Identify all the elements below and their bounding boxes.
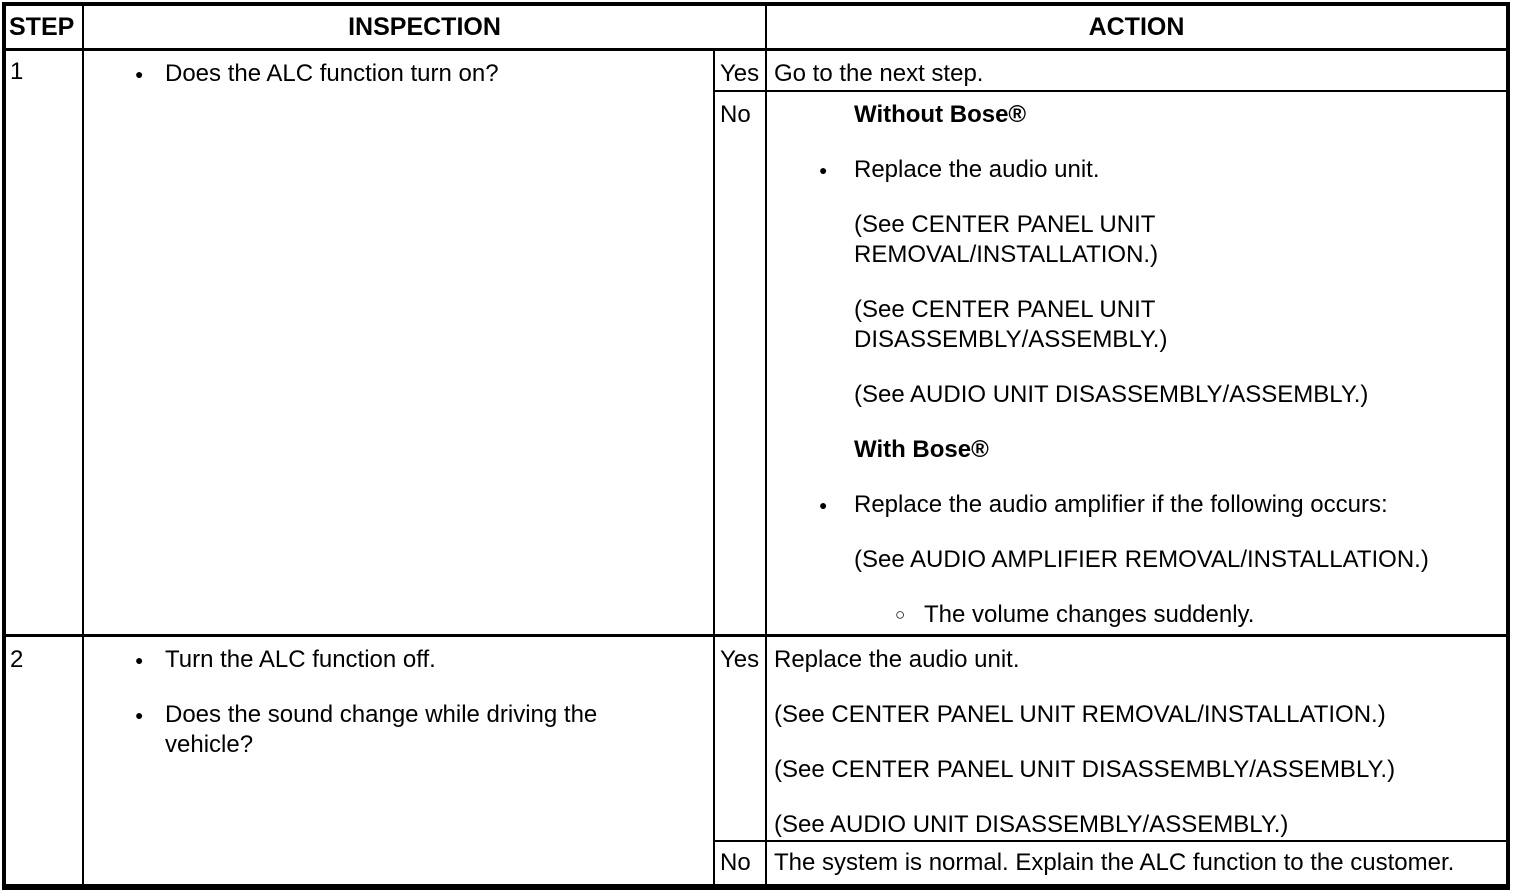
action-reference: (See AUDIO UNIT DISASSEMBLY/ASSEMBLY.) [854,380,1500,410]
action-text: REMOVAL/INSTALLATION.) [854,241,1159,268]
row-1-action-no-cell: Without Bose® ● Replace the audio unit. … [767,92,1506,637]
action-text: (See AUDIO AMPLIFIER REMOVAL/INSTALLATIO… [854,546,1429,573]
inspection-text: Does the ALC function turn on? [165,60,499,87]
action-text: Replace the audio unit. [854,156,1100,183]
bullet-icon: ● [135,652,144,668]
action-paragraph: The system is normal. Explain the ALC fu… [774,848,1500,878]
inspection-item: ● Turn the ALC function off. [135,645,705,675]
bullet-icon: ● [135,66,144,82]
bullet-icon: ● [135,707,144,723]
action-text: (See AUDIO UNIT DISASSEMBLY/ASSEMBLY.) [774,811,1289,838]
action-reference: (See AUDIO UNIT DISASSEMBLY/ASSEMBLY.) [774,810,1500,840]
verdict-label: Yes [720,60,760,87]
row-1-verdict-yes-cell: Yes [715,51,767,92]
verdict-label: No [720,101,751,128]
action-text: (See AUDIO UNIT DISASSEMBLY/ASSEMBLY.) [854,381,1369,408]
step-number: 1 [10,58,24,85]
header-action-label: ACTION [1088,13,1185,41]
action-text: Go to the next step. [774,60,984,87]
action-sub-item: ○ The volume changes suddenly. [895,600,1500,630]
header-inspection-label: INSPECTION [348,13,501,41]
action-reference: (See CENTER PANEL UNIT DISASSEMBLY/ASSEM… [774,755,1500,785]
action-text: (See CENTER PANEL UNIT [854,296,1156,323]
bullet-icon: ● [819,497,828,513]
action-text: Replace the audio amplifier if the follo… [854,491,1388,518]
action-reference: (See AUDIO AMPLIFIER REMOVAL/INSTALLATIO… [854,545,1500,575]
action-text: Replace the audio unit. [774,646,1020,673]
header-action: ACTION [767,6,1506,51]
action-text: Without Bose® [854,101,1027,128]
action-text: (See CENTER PANEL UNIT REMOVAL/INSTALLAT… [774,701,1386,728]
action-reference: (See CENTER PANEL UNIT DISASSEMBLY/ASSEM… [854,295,1500,355]
action-heading: With Bose® [854,435,1500,465]
header-step-label: STEP [9,13,75,41]
action-heading: Without Bose® [854,100,1500,130]
action-paragraph: Replace the audio unit. [774,645,1500,675]
row-2-verdict-yes-cell: Yes [715,637,767,842]
row-1-verdict-no-cell: No [715,92,767,637]
action-reference: (See CENTER PANEL UNIT REMOVAL/INSTALLAT… [854,210,1500,270]
action-paragraph: ● Replace the audio amplifier if the fol… [819,490,1500,520]
action-text: (See CENTER PANEL UNIT DISASSEMBLY/ASSEM… [774,756,1396,783]
row-2-inspection-cell: ● Turn the ALC function off. ● Does the … [84,637,715,884]
row-2-action-yes-cell: Replace the audio unit. (See CENTER PANE… [767,637,1506,842]
action-text: The system is normal. Explain the ALC fu… [774,849,1455,876]
sub-bullet-icon: ○ [895,605,906,624]
inspection-item: ● Does the sound change while driving th… [135,700,705,760]
row-2-step-cell: 2 [6,637,84,884]
bullet-icon: ● [819,162,828,178]
action-paragraph: Go to the next step. [774,59,1500,89]
action-reference: (See CENTER PANEL UNIT REMOVAL/INSTALLAT… [774,700,1500,730]
action-text: DISASSEMBLY/ASSEMBLY.) [854,326,1168,353]
row-1-step-cell: 1 [6,51,84,637]
action-text: With Bose® [854,436,989,463]
header-inspection: INSPECTION [84,6,767,51]
step-number: 2 [10,646,24,673]
inspection-text: Turn the ALC function off. [165,646,436,673]
row-2-verdict-no-cell: No [715,842,767,884]
verdict-label: No [720,849,751,876]
row-1-action-yes-cell: Go to the next step. [767,51,1506,92]
header-step: STEP [6,6,84,51]
action-text: The volume changes suddenly. [924,601,1255,628]
inspection-text: Does the sound change while driving the [165,701,598,728]
verdict-label: Yes [720,646,760,673]
action-paragraph: ● Replace the audio unit. [819,155,1500,185]
row-2-action-no-cell: The system is normal. Explain the ALC fu… [767,842,1506,884]
inspection-text: vehicle? [165,731,254,758]
row-1-inspection-cell: ● Does the ALC function turn on? [84,51,715,637]
inspection-item: ● Does the ALC function turn on? [135,59,705,89]
action-text: (See CENTER PANEL UNIT [854,211,1156,238]
